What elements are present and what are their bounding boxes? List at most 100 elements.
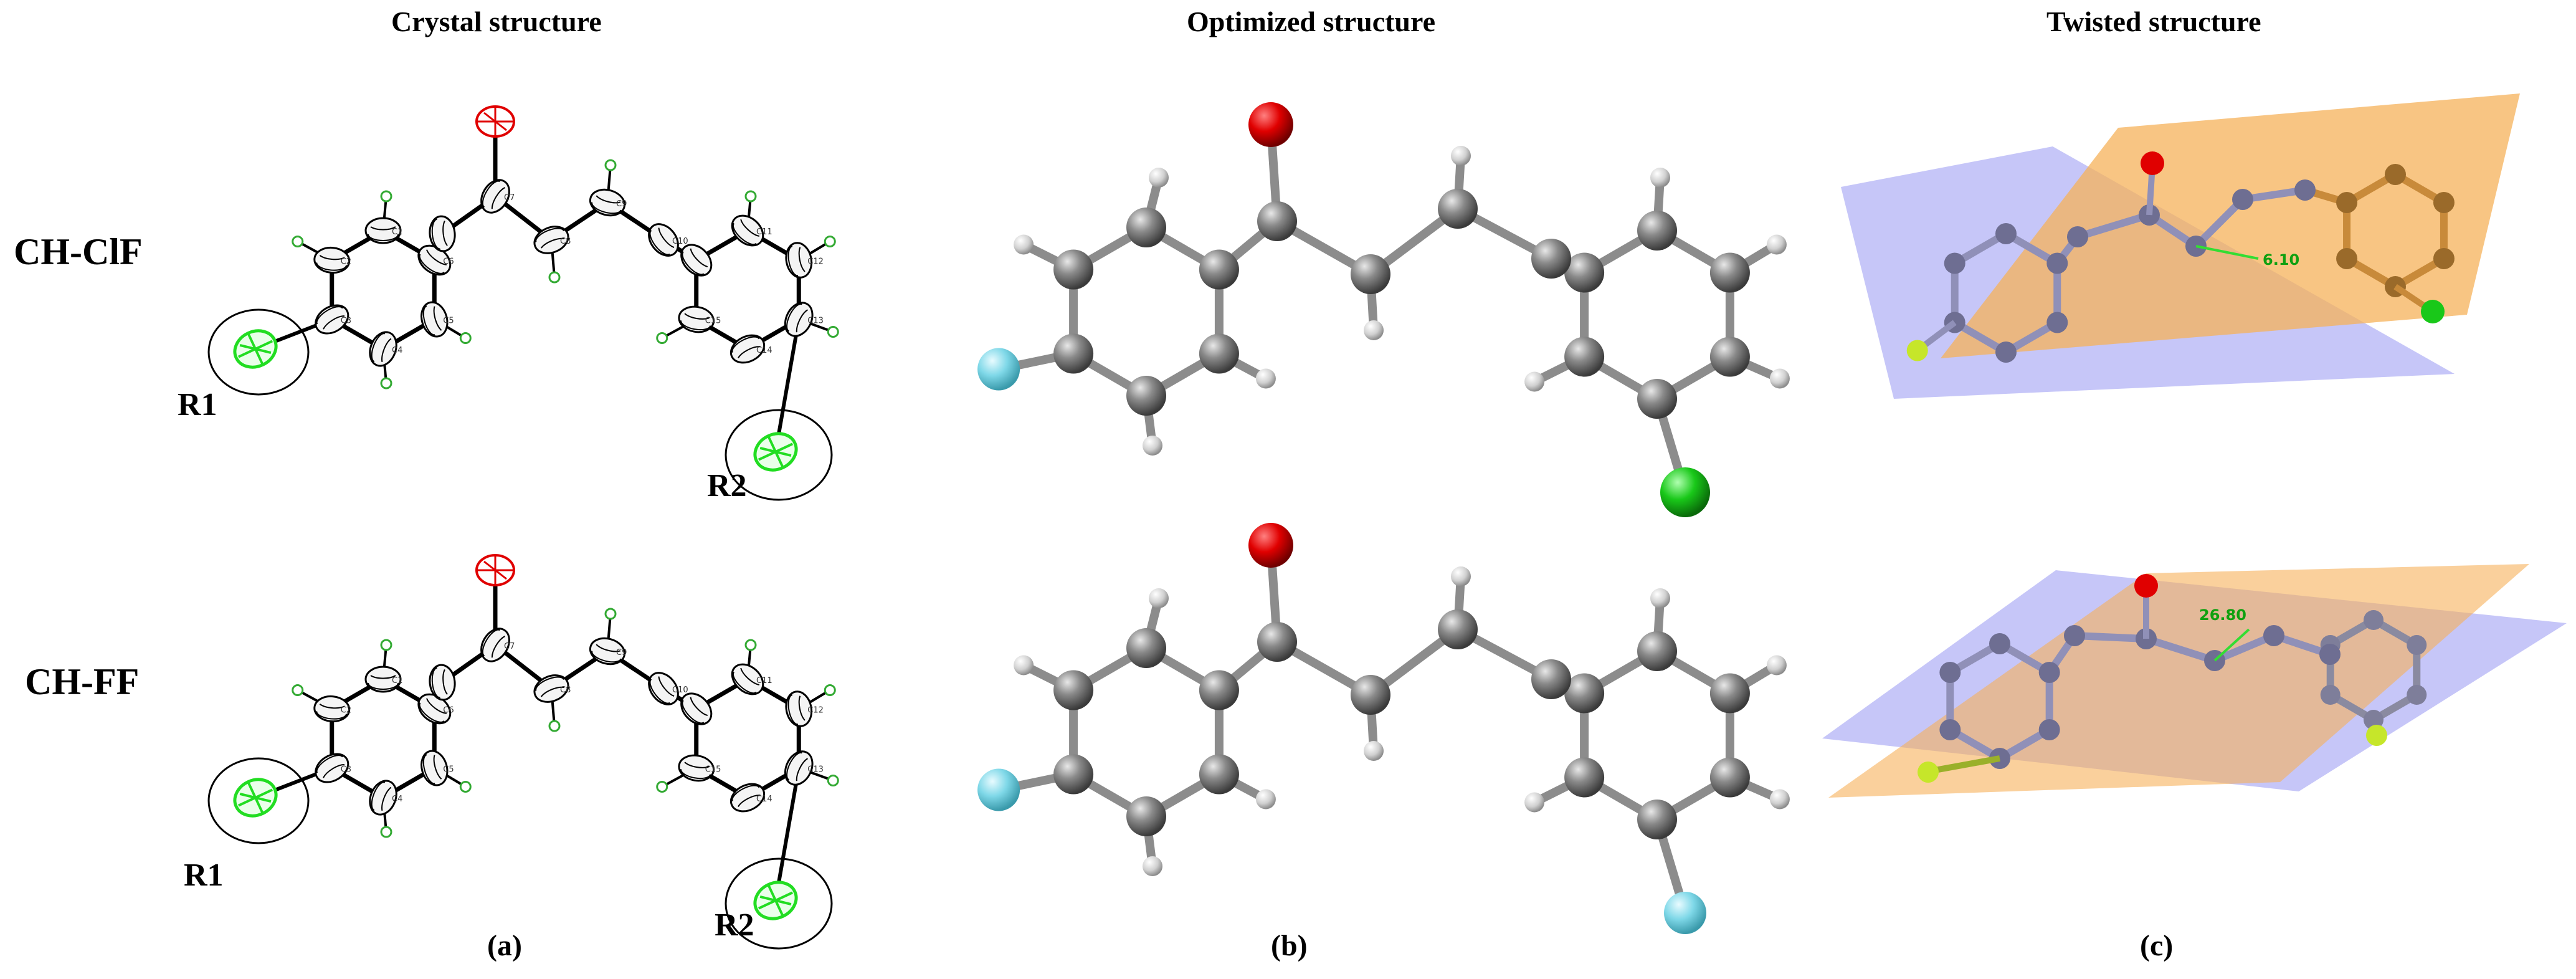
ortep-carbon-ellipsoid [315, 753, 349, 783]
twisted-ring-b-atom [2407, 685, 2427, 705]
r2-circle [725, 409, 833, 501]
ortep-atom-label: C1 [392, 227, 402, 237]
ortep-atom-label: C10 [672, 685, 688, 695]
optimized-hydrogen [1255, 789, 1276, 809]
ortep-carbon-ellipsoid [784, 750, 814, 786]
ortep-carbon-ellipsoid [429, 215, 456, 252]
ortep-carbon-ellipsoid [730, 334, 766, 364]
ortep-atom-label: C13 [807, 765, 824, 775]
twisted-chain-atom [2232, 189, 2253, 210]
row-label-ch-clf: CH-ClF [14, 231, 143, 272]
optimized-carbon [1564, 337, 1605, 377]
ortep-carbon-ellipsoid [680, 692, 713, 725]
ortep-ellipsoid-shell [313, 246, 351, 274]
ortep-hydrogen [380, 377, 392, 389]
ortep-ellipsoid-octant [371, 781, 392, 811]
ortep-hydrogen [827, 326, 839, 338]
optimized-oxygen [1248, 102, 1293, 147]
ortep-ellipsoid-octant [786, 303, 808, 333]
r2-label-bottom: R2 [715, 907, 754, 943]
ortep-ellipsoid-octant [535, 676, 564, 697]
twisted-ring-b-atom [2433, 248, 2455, 269]
ortep-ellipsoid-octant [649, 227, 675, 255]
ortep-halogen-octant [237, 333, 273, 365]
ortep-carbon-ellipsoid [421, 750, 449, 786]
ortep-carbon-ellipsoid [785, 242, 813, 279]
ortep-carbon-ellipsoid [369, 331, 397, 367]
twisted-chain-atom [2319, 644, 2341, 665]
ortep-carbon-ellipsoid [533, 226, 569, 254]
ortep-oxygen-octant [478, 108, 513, 135]
optimized-oxygen [1248, 523, 1293, 568]
optimized-carbon [1126, 376, 1166, 416]
ortep-ellipsoid-shell [680, 244, 713, 277]
panel-title-crystal: Crystal structure [391, 6, 602, 37]
ortep-ellipsoid-shell [678, 305, 715, 333]
twisted-oxygen [2141, 151, 2164, 175]
ortep-atom-label: C4 [392, 346, 402, 355]
ortep-carbon-ellipsoid [784, 302, 814, 337]
twisted-ring-b-atom [2433, 192, 2455, 213]
twisted-ring-a-atom [1939, 662, 1961, 683]
ortep-ellipsoid-octant [787, 694, 806, 725]
ortep-hydrogen [380, 639, 392, 651]
ortep-carbon-ellipsoid [533, 674, 569, 703]
twisted-ring-a-atom [1995, 223, 2017, 244]
plane-orange [1941, 93, 2520, 358]
optimized-hydrogen [1451, 566, 1471, 586]
ortep-carbon-ellipsoid [731, 214, 764, 247]
optimized-fluorine-r1 [977, 348, 1020, 391]
ortep-ellipsoid-shell [648, 672, 679, 705]
ortep-atom-label: C9 [616, 648, 627, 657]
ortep-hydrogen [656, 781, 668, 793]
twisted-ring-b-atom [2320, 685, 2341, 705]
optimized-hydrogen [1650, 168, 1670, 188]
optimized-carbon [1637, 800, 1677, 839]
optimized-hydrogen [1650, 588, 1670, 608]
ortep-hydrogen [744, 639, 757, 651]
twisted-ring-b-atom [2407, 635, 2427, 655]
ortep-halogen-octant [758, 436, 794, 467]
r1-label-top: R1 [178, 387, 217, 423]
twisted-ring-b-atom [2336, 248, 2358, 269]
ortep-ellipsoid-shell [731, 663, 764, 695]
ortep-ellipsoid-octant [371, 333, 392, 363]
optimized-carbon [1637, 631, 1677, 671]
ortep-hydrogen [744, 190, 757, 203]
ortep-ellipsoid-shell [421, 750, 449, 786]
optimized-carbon [1126, 628, 1166, 668]
ortep-hydrogen [824, 684, 836, 696]
twisted-chain-bond [2076, 211, 2151, 241]
optimized-carbon [1199, 670, 1239, 710]
ortep-hydrogen [604, 159, 617, 171]
ortep-halogen-octant [758, 885, 794, 916]
ortep-carbon-ellipsoid [730, 783, 766, 813]
ortep-atom-label: C2 [341, 257, 351, 267]
optimized-carbon [1709, 252, 1750, 293]
optimized-chlorine-r2 [1660, 467, 1710, 517]
ortep-hydrogen [604, 608, 617, 620]
ortep-atom-label: C7 [504, 193, 515, 203]
ortep-hydrogen [459, 781, 472, 793]
twisted-molecule-ch-clf: 6.10 [1841, 93, 2520, 399]
optimized-carbon [1531, 239, 1571, 279]
twisted-chain-bond [2193, 196, 2246, 249]
ortep-ellipsoid-octant [535, 227, 564, 249]
ortep-atom-label: C12 [807, 257, 824, 267]
ortep-ellipsoid-octant [732, 667, 760, 694]
panel-label-a: (a) [487, 929, 522, 962]
twisted-chain-bond [2213, 632, 2276, 664]
ortep-ellipsoid-octant [591, 644, 622, 663]
optimized-carbon [1637, 379, 1677, 419]
ortep-atom-label: C8 [560, 685, 571, 695]
ortep-ellipsoid-octant [682, 248, 708, 275]
twisted-chain-atom [2263, 625, 2284, 646]
panel-label-b: (b) [1271, 929, 1308, 962]
optimized-hydrogen [1149, 168, 1169, 188]
ortep-hydrogen [459, 332, 472, 344]
optimized-carbon [1199, 754, 1239, 795]
ortep-carbon-ellipsoid [480, 179, 510, 214]
ortep-hydrogen [824, 236, 836, 247]
ortep-ellipsoid-octant [732, 219, 760, 246]
ortep-hydrogen [548, 271, 561, 284]
